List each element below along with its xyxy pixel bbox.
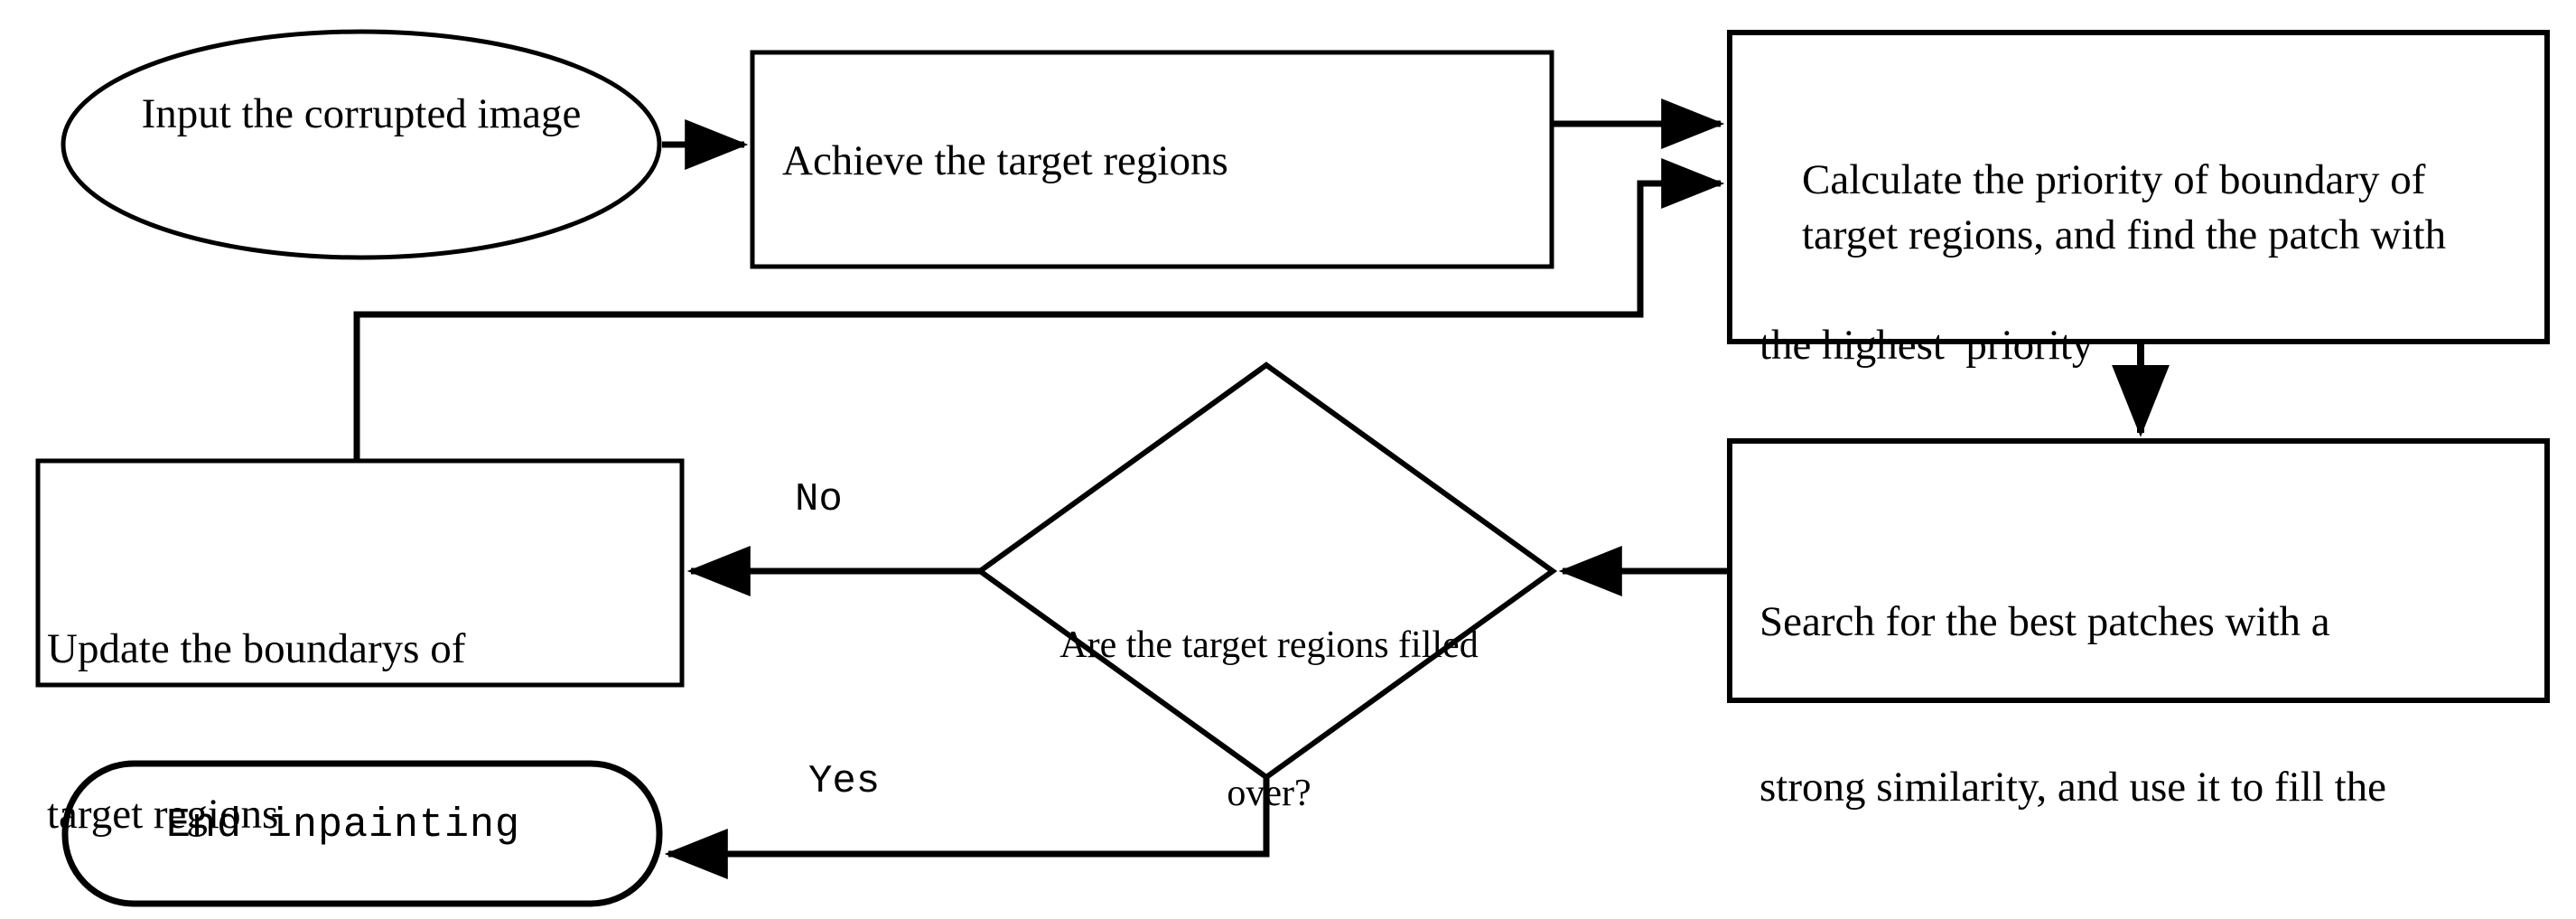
shape-end-inpainting-rounded-box [61,760,663,907]
edge-update-to-calculate-feedback [353,158,1725,461]
shape-decision-diamond [975,361,1558,781]
shape-input-corrupted-image-ellipse [61,29,662,260]
shape-achieve-target-regions-box [750,50,1554,269]
shape-calculate-priority-box [1727,30,2550,344]
shape-search-best-patches-box [1727,438,2550,703]
edge-decision-yes-to-end [664,777,1270,879]
shape-update-boundaries-box [35,458,685,688]
